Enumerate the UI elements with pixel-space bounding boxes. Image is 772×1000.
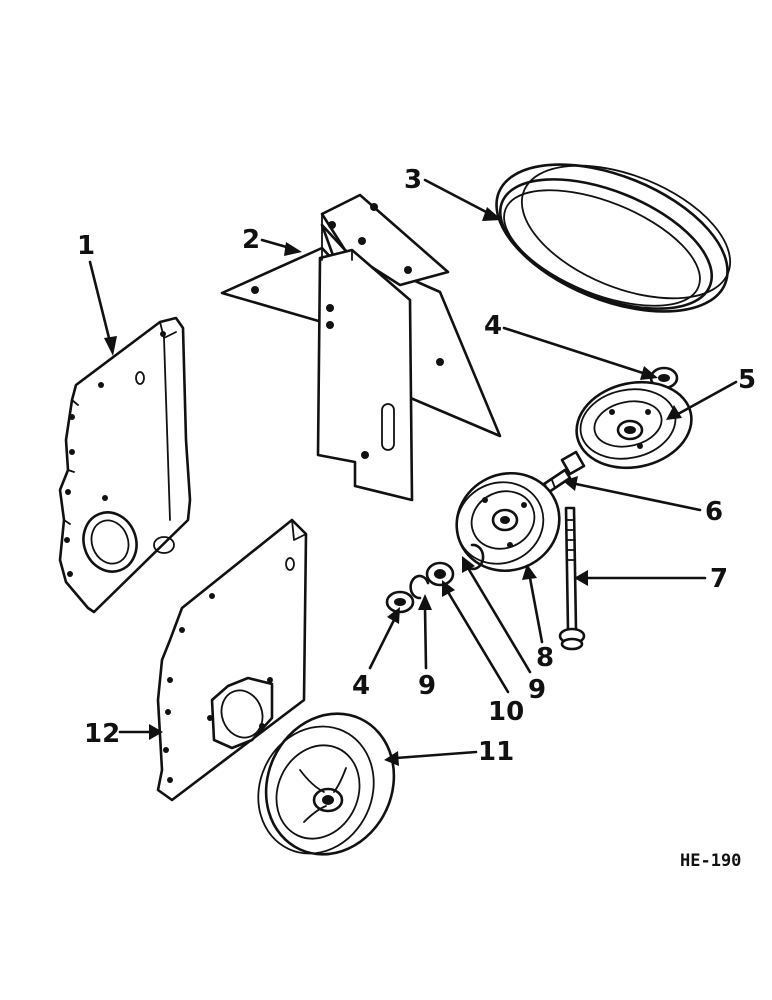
callout-12: 12 bbox=[84, 719, 120, 749]
callout-1: 1 bbox=[77, 231, 95, 261]
callout-5: 5 bbox=[738, 365, 756, 395]
leader-lines bbox=[88, 178, 738, 766]
part-2-bracket bbox=[220, 193, 502, 502]
callout-4-upper: 4 bbox=[484, 311, 502, 341]
callout-9-right: 9 bbox=[528, 675, 546, 705]
part-12-side-plate bbox=[156, 518, 308, 802]
callout-6: 6 bbox=[705, 497, 723, 527]
callout-10: 10 bbox=[488, 697, 524, 727]
callout-9-lower: 9 bbox=[418, 671, 436, 701]
callout-labels: 1 2 3 4 5 6 7 8 9 4 9 10 11 12 bbox=[77, 165, 756, 767]
part-10-bearing bbox=[425, 561, 455, 587]
part-7-long-bolt bbox=[558, 506, 586, 651]
part-3-v-belt bbox=[495, 163, 732, 313]
part-4-bushing-lower bbox=[385, 590, 415, 614]
part-5-idler-pulley bbox=[575, 380, 693, 470]
part-11-large-pulley bbox=[257, 712, 396, 856]
part-1-side-plate bbox=[58, 316, 192, 614]
callout-7: 7 bbox=[710, 564, 728, 594]
part-9-snap-ring-lower bbox=[409, 574, 430, 600]
callout-4-lower: 4 bbox=[352, 671, 370, 701]
callout-2: 2 bbox=[242, 225, 260, 255]
callout-8: 8 bbox=[536, 643, 554, 673]
figure-code: HE-190 bbox=[680, 851, 741, 871]
callout-3: 3 bbox=[404, 165, 422, 195]
part-8-drive-pulley bbox=[455, 471, 561, 573]
callout-11: 11 bbox=[478, 737, 514, 767]
